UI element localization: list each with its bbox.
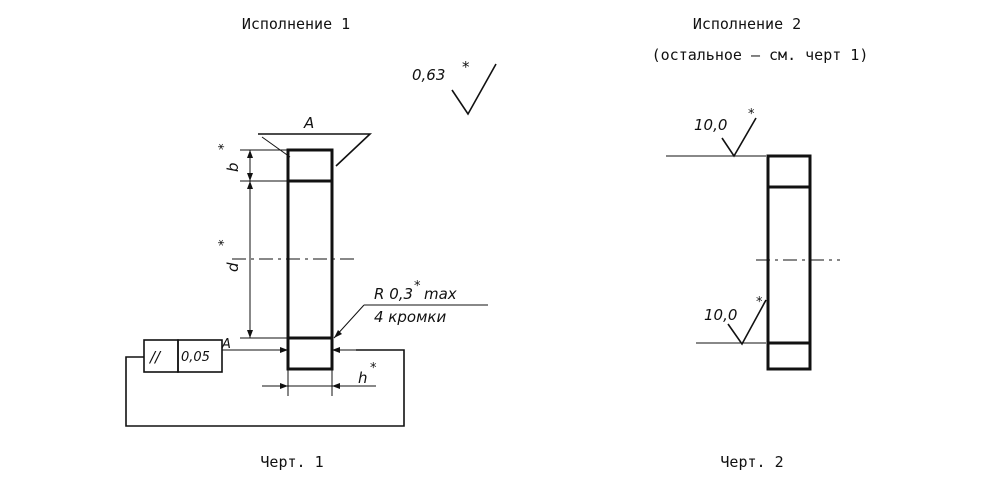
figure-1-caption: Черт. 1 — [260, 453, 323, 471]
roughness-bottom-star: * — [756, 295, 763, 310]
edges-note: 4 кромки — [374, 308, 446, 326]
roughness-top-value: 10,0 — [694, 116, 727, 134]
roughness-bottom-value: 10,0 — [704, 306, 737, 324]
top-hatched-section — [286, 148, 334, 183]
tolerance-datum: A — [221, 337, 231, 352]
roughness-star: * — [462, 58, 470, 76]
dimension-b-star: * — [217, 143, 232, 150]
dimension-d-label: d — [224, 262, 242, 272]
ring-section-2 — [756, 154, 840, 371]
figure-2: Исполнение 2 (остальное – см. черт 1) 10… — [652, 15, 869, 471]
radius-note-value: R 0,3 — [374, 285, 413, 303]
base-plate — [125, 349, 405, 427]
ring-section — [232, 148, 356, 371]
top-hatched-section-2 — [766, 154, 812, 189]
roughness-check-mark — [451, 63, 497, 116]
figure-1-title: Исполнение 1 — [242, 15, 350, 33]
roughness-value: 0,63 — [412, 66, 445, 84]
bottom-hatched-section — [286, 336, 334, 371]
datum-marker-a: A — [258, 114, 373, 167]
roughness-bottom-check — [727, 299, 767, 346]
radius-note-suffix: max — [424, 285, 457, 303]
dimension-h-star: * — [370, 361, 377, 376]
datum-letter: A — [303, 114, 314, 132]
figure-2-title: Исполнение 2 — [693, 15, 801, 33]
dimension-h-label: h — [358, 369, 368, 387]
tolerance-frame: // 0,05 A — [143, 337, 356, 373]
figure-2-subtitle: (остальное – см. черт 1) — [652, 46, 869, 64]
roughness-top-star: * — [748, 107, 755, 122]
dimension-b: b * — [217, 143, 288, 182]
dimension-h: h * — [262, 361, 377, 396]
datum-leader — [261, 136, 291, 158]
radius-note-star: * — [414, 279, 421, 294]
tolerance-symbol: // — [148, 348, 162, 366]
tolerance-value: 0,05 — [181, 350, 210, 365]
figure-2-caption: Черт. 2 — [720, 453, 783, 471]
dimension-d: d * — [217, 181, 288, 339]
dimension-d-star: * — [217, 239, 232, 246]
bottom-hatched-section-2 — [766, 341, 812, 371]
radius-note: R 0,3 * max 4 кромки — [333, 279, 488, 339]
datum-triangle — [258, 133, 373, 167]
roughness-bottom: 10,0 * — [696, 295, 767, 346]
roughness-symbol: 0,63 * — [412, 58, 497, 116]
dimension-b-label: b — [224, 162, 242, 172]
tolerance-value-cell — [177, 339, 223, 373]
roughness-top: 10,0 * — [666, 107, 766, 158]
figure-1: Исполнение 1 0,63 * A b — [125, 15, 497, 471]
